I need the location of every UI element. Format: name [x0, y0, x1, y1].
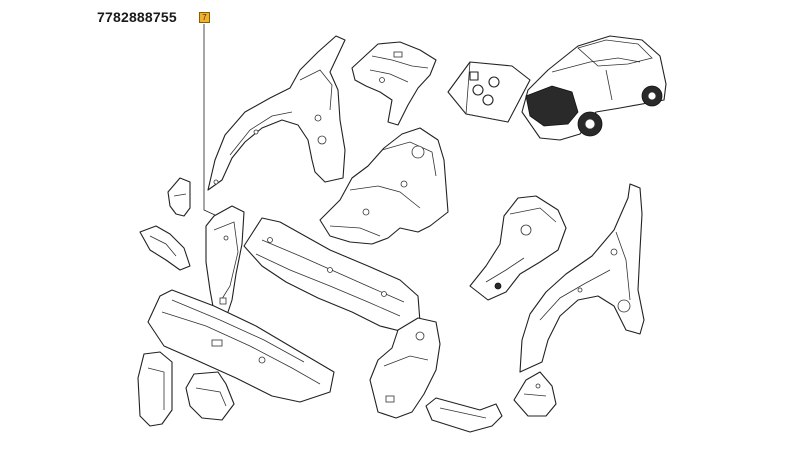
left-front-wing-panel[interactable]	[207, 35, 346, 191]
headlamp-support-bracket[interactable]	[351, 41, 437, 126]
callout-marker[interactable]: 7	[199, 12, 210, 23]
lower-front-crossmember[interactable]	[147, 289, 335, 403]
engine-mount-bracket[interactable]	[425, 397, 503, 433]
front-side-member-assembly[interactable]	[319, 127, 449, 245]
right-wheel-arch-housing[interactable]	[469, 195, 567, 301]
front-longitudinal-rail[interactable]	[369, 317, 441, 419]
callout-leader-line	[203, 24, 216, 216]
part-number-label: 7782888755	[97, 9, 177, 25]
battery-tray-clip[interactable]	[513, 371, 557, 417]
bumper-mounting-bracket-lower[interactable]	[139, 225, 191, 271]
right-front-wing-panel[interactable]	[519, 183, 645, 373]
lower-bracket-left[interactable]	[137, 351, 173, 427]
wheel-arch-inner-panel[interactable]	[205, 205, 245, 319]
vehicle-location-thumbnail	[521, 35, 667, 141]
parts-kit-box-icon	[447, 61, 531, 123]
bumper-mounting-bracket-upper[interactable]	[167, 177, 191, 217]
lower-bracket-center[interactable]	[185, 371, 235, 421]
